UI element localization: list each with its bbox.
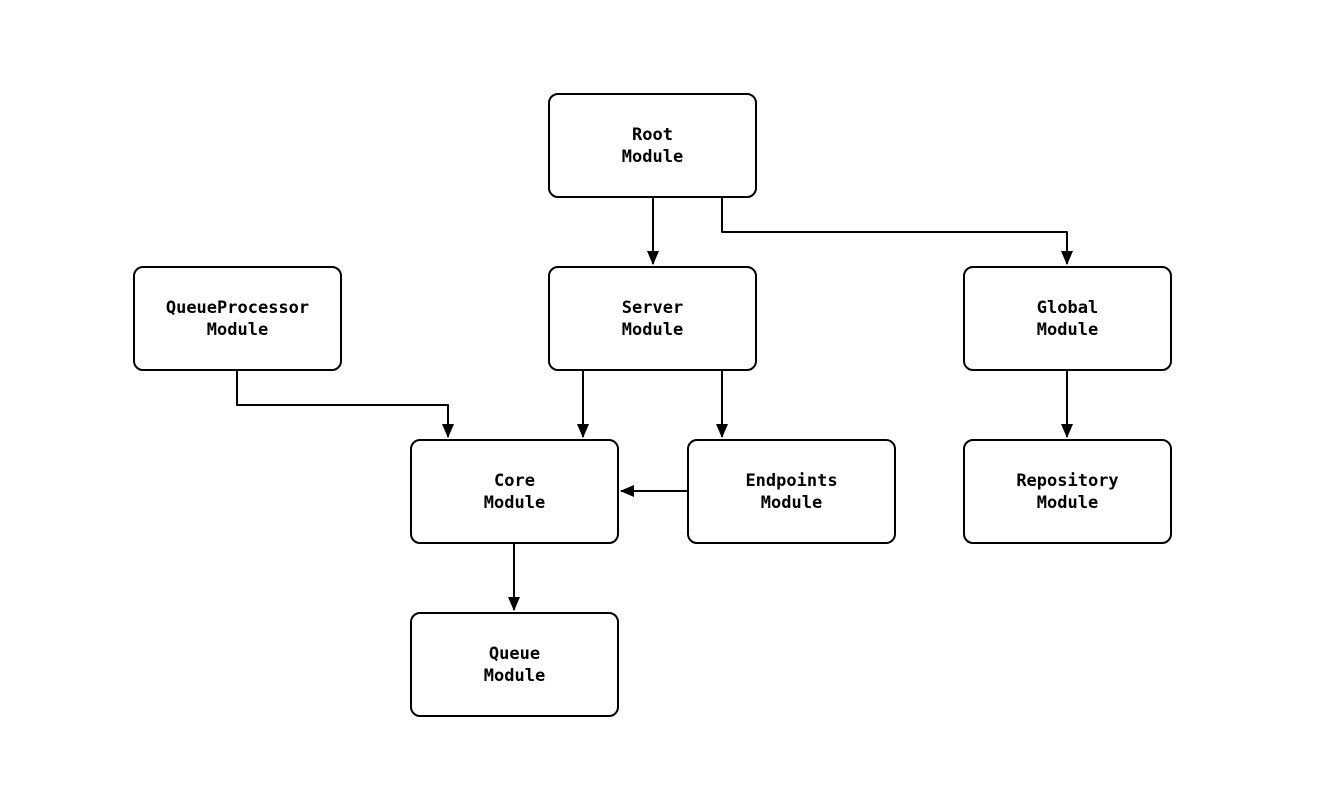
node-label: QueueProcessor Module [165,297,310,340]
node-label: Endpoints Module [745,470,838,513]
node-label: Queue Module [483,643,546,686]
node-server-module: Server Module [548,266,757,371]
node-queue-module: Queue Module [410,612,619,717]
node-label: Server Module [621,297,684,340]
node-core-module: Core Module [410,439,619,544]
edge-root-module-to-global-module [721,198,1073,265]
node-label: Core Module [483,470,546,513]
node-repository-module: Repository Module [963,439,1172,544]
node-label: Repository Module [1016,470,1119,513]
node-endpoints-module: Endpoints Module [687,439,896,544]
node-root-module: Root Module [548,93,757,198]
node-label: Global Module [1036,297,1099,340]
node-queueprocessor-module: QueueProcessor Module [133,266,342,371]
node-label: Root Module [621,124,684,167]
edge-queueprocessor-module-to-core-module [236,371,454,438]
node-global-module: Global Module [963,266,1172,371]
